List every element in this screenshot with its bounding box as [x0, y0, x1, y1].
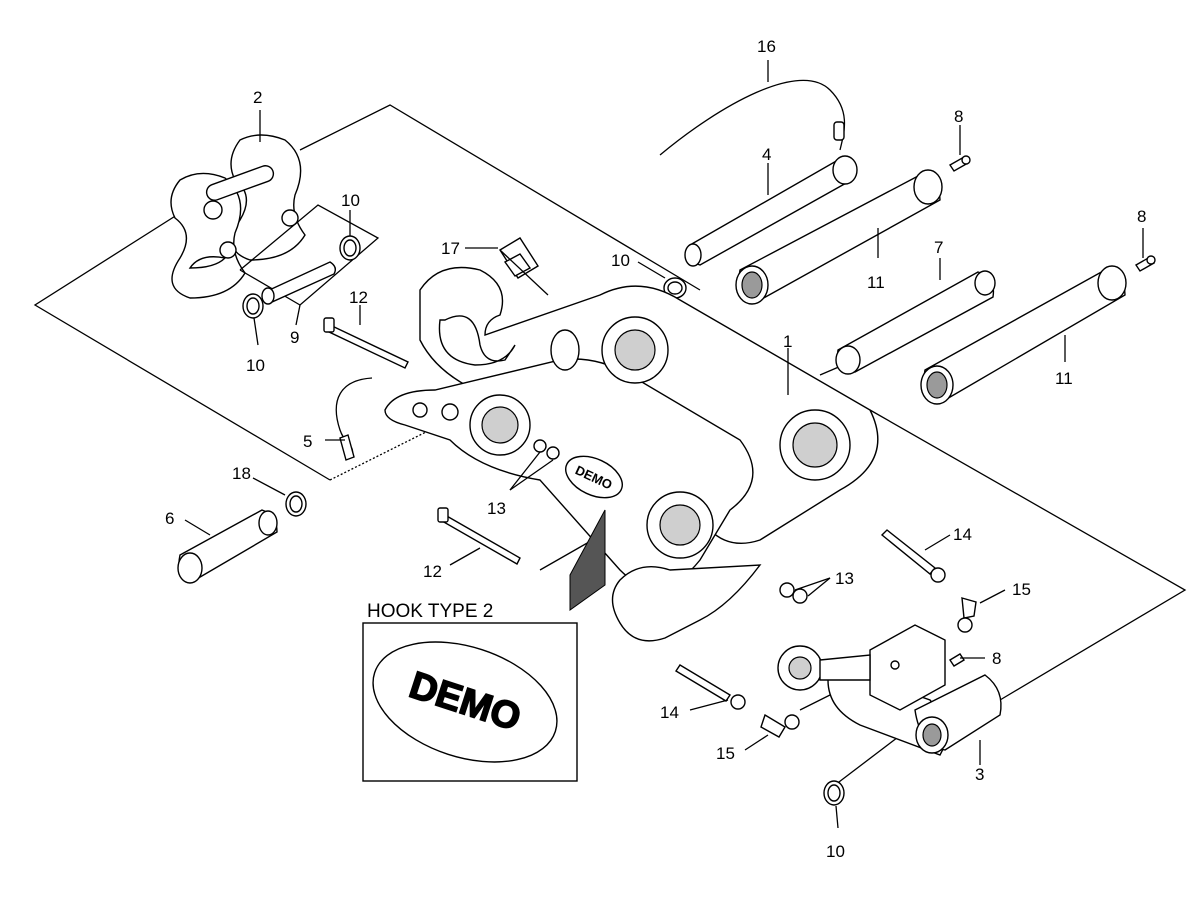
callout-15-lower: 15	[716, 744, 735, 763]
callout-10-mid: 10	[611, 251, 630, 270]
callout-12-upper: 12	[349, 288, 368, 307]
bolt-part-12-lower	[437, 507, 521, 565]
retaining-rings-part-10	[242, 235, 845, 806]
leader-lines	[184, 60, 1144, 829]
callout-11-lower: 11	[1055, 369, 1073, 388]
pin-part-11-upper	[735, 169, 943, 305]
inset-hook-type-2: HOOK TYPE 2 DEMO	[362, 601, 578, 782]
grease-fittings-part-8	[949, 155, 1156, 667]
callout-17: 17	[441, 239, 460, 258]
callout-2: 2	[253, 88, 262, 107]
elbow-part-15-upper	[957, 597, 977, 633]
pin-part-11-lower	[920, 265, 1127, 405]
inset-title: HOOK TYPE 2	[367, 601, 493, 622]
callout-8-lower: 8	[992, 649, 1001, 668]
main-frame-part-1: DEMO	[384, 266, 879, 642]
callout-15-upper: 15	[1012, 580, 1031, 599]
hose-part-14-upper	[880, 529, 946, 583]
callout-7: 7	[934, 238, 943, 257]
inset-logo-oval	[372, 641, 558, 763]
callout-10-left: 10	[246, 356, 265, 375]
callout-5: 5	[303, 432, 312, 451]
callout-4: 4	[762, 145, 771, 164]
callout-3: 3	[975, 765, 984, 784]
callout-6: 6	[165, 509, 174, 528]
callout-18: 18	[232, 464, 251, 483]
hydraulic-cylinder-part-3	[777, 624, 1002, 756]
pin-part-6	[177, 509, 278, 584]
callout-labels: 1 2 3 4 5 6 7 8 8 8 9 10 10 10 10 11 11 …	[165, 37, 1146, 861]
callout-1: 1	[783, 332, 792, 351]
callout-16: 16	[757, 37, 776, 56]
pin-part-7	[835, 270, 996, 375]
pin-part-4	[684, 155, 858, 267]
callout-8-right: 8	[1137, 207, 1146, 226]
callout-13-mid: 13	[487, 499, 506, 518]
callout-11-upper: 11	[867, 273, 885, 292]
ring-part-18	[285, 491, 307, 517]
nuts-part-13	[533, 439, 808, 604]
pin-part-9	[261, 261, 337, 305]
callout-10-top: 10	[341, 191, 360, 210]
callout-12-lower: 12	[423, 562, 442, 581]
callout-14-lower: 14	[660, 703, 679, 722]
hook-bracket-part-2	[170, 134, 380, 306]
callout-10-bottom: 10	[826, 842, 845, 861]
callout-13-right: 13	[835, 569, 854, 588]
callout-9: 9	[290, 328, 299, 347]
bolt-part-12-upper	[323, 317, 409, 369]
clip-part-5	[335, 377, 373, 461]
callout-8-top: 8	[954, 107, 963, 126]
bracket-part-17	[499, 237, 549, 296]
callout-14-upper: 14	[953, 525, 972, 544]
elbow-part-15-lower	[760, 713, 800, 738]
cable-part-16	[659, 79, 846, 156]
hose-part-14-lower	[675, 664, 746, 710]
